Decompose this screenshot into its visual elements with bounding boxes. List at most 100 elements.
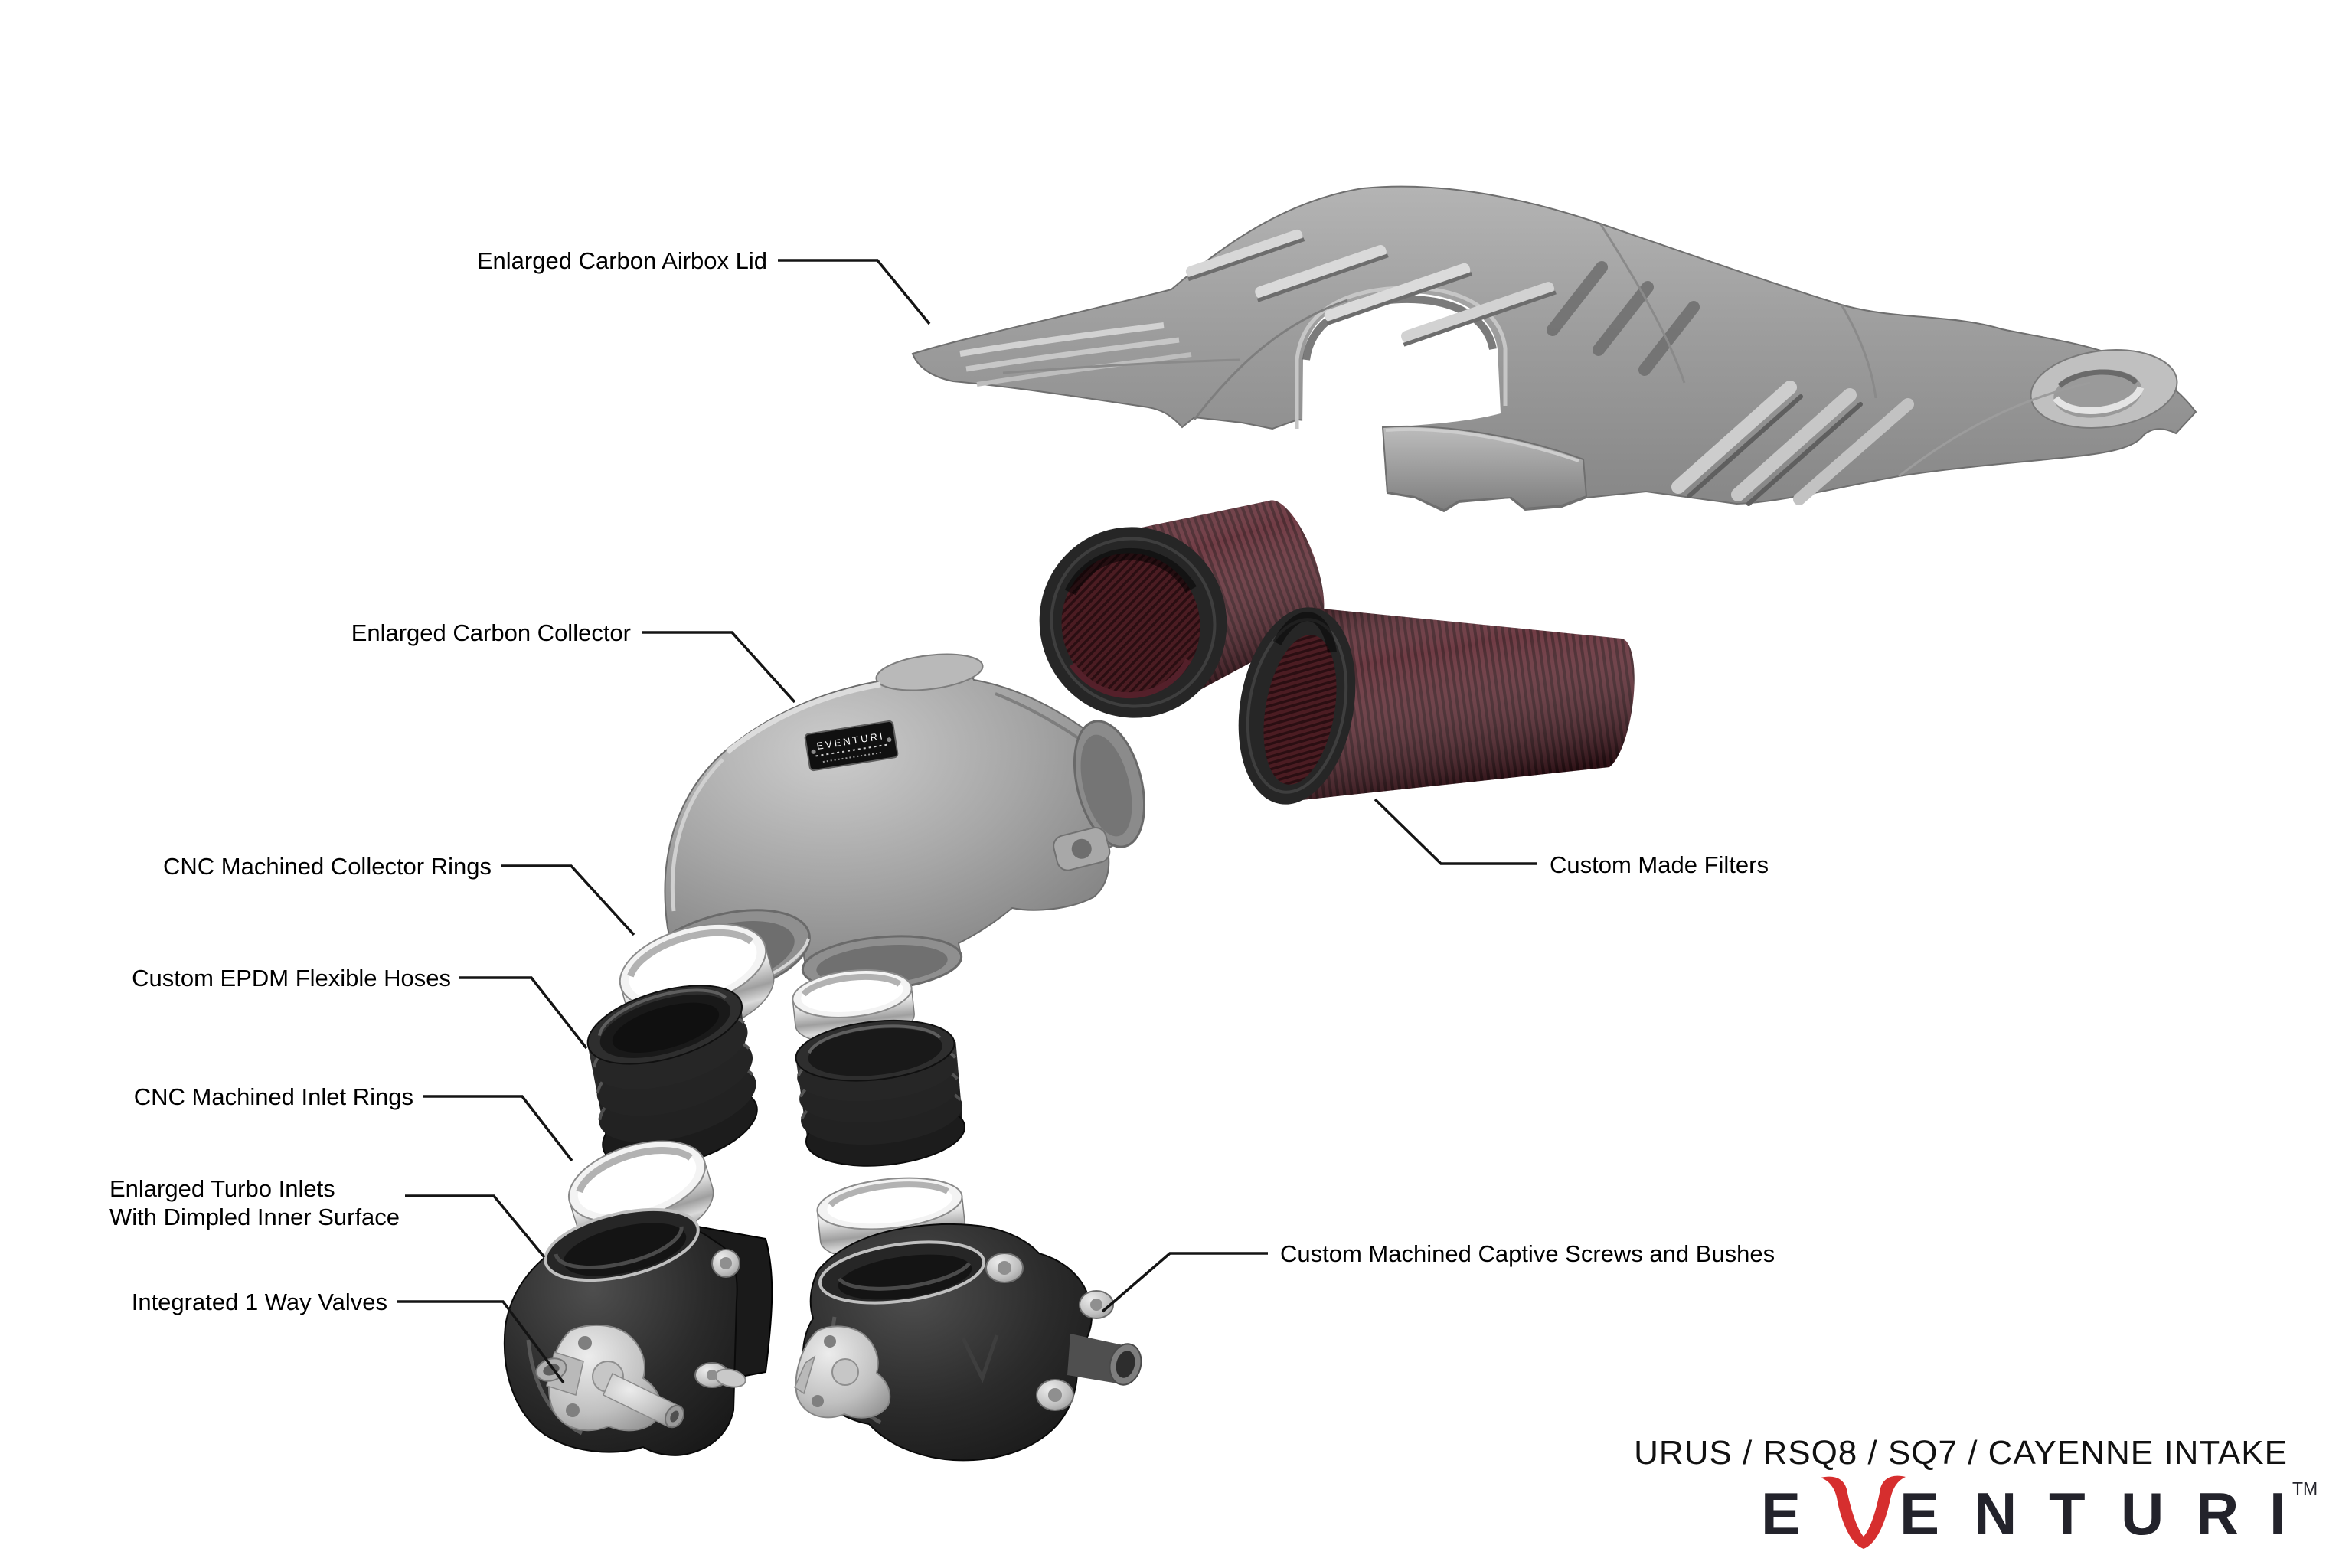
filter-left-opening-shadow xyxy=(1064,547,1197,596)
recess-shadow xyxy=(2057,369,2138,388)
brand-letter-r: R xyxy=(2196,1480,2239,1547)
turbo-inlets xyxy=(503,1207,1142,1462)
airbox-left-wing-slats xyxy=(959,322,1241,387)
vent-slat-shadow xyxy=(1187,237,1305,282)
label-valves: Integrated 1 Way Valves xyxy=(132,1289,387,1315)
hose-bore-inner xyxy=(612,1002,720,1053)
epdm-hose-left xyxy=(586,985,758,1168)
collector-highlight xyxy=(670,758,724,912)
brand-letter-v xyxy=(1821,1475,1906,1549)
wing-slat xyxy=(959,322,1165,357)
collector-snout xyxy=(875,653,984,691)
wing-slat xyxy=(976,352,1192,387)
valve-hole xyxy=(578,1336,592,1350)
leader-lines xyxy=(397,259,1537,1384)
captive-screw xyxy=(711,1249,740,1278)
id-plate-rivet xyxy=(887,737,892,743)
carbon-collector: EVENTURI xyxy=(641,653,1146,999)
valve-hole xyxy=(812,1395,824,1407)
airbox-right-vents xyxy=(1546,261,1700,376)
fin-slat xyxy=(1731,388,1857,501)
valve-hole xyxy=(566,1403,580,1417)
lid-crease xyxy=(1898,381,2091,478)
fin-slat-shadow xyxy=(1746,402,1863,506)
label-screws: Custom Machined Captive Screws and Bushe… xyxy=(1280,1240,1775,1267)
brand-letter-e1: E xyxy=(1761,1480,1801,1547)
recess-highlight xyxy=(2053,386,2145,414)
filter-right xyxy=(1238,607,1635,805)
ring-inner-wall xyxy=(828,1181,949,1207)
fin-slat xyxy=(1671,381,1797,494)
filter-right-opening xyxy=(1263,635,1337,785)
id-plate-dashes xyxy=(822,751,884,763)
epdm-hose-right xyxy=(795,1019,965,1167)
footer-branding: URUS / RSQ8 / SQ7 / CAYENNE INTAKE E E N… xyxy=(1634,1434,2318,1549)
hose-bore xyxy=(808,1028,942,1076)
leader-collector-rings xyxy=(501,864,635,936)
valve-tube-bore xyxy=(670,1410,679,1423)
collector-id-plate: EVENTURI xyxy=(804,720,899,772)
vent-slat-shadow xyxy=(1326,272,1473,325)
filter-left-cap-bevel xyxy=(1050,537,1217,708)
leader-turbo-inlets xyxy=(405,1194,546,1259)
one-way-valve-right xyxy=(794,1325,891,1419)
label-epdm-hoses: Custom EPDM Flexible Hoses xyxy=(132,965,451,991)
vent-slot xyxy=(1592,281,1655,356)
valve-port xyxy=(794,1355,816,1395)
brand-wordmark: E E N T U R I TM xyxy=(1761,1475,2318,1549)
label-turbo-inlets-line2: With Dimpled Inner Surface xyxy=(109,1204,400,1230)
label-airbox-lid: Enlarged Carbon Airbox Lid xyxy=(477,247,767,274)
collector-highlight xyxy=(725,681,881,754)
lid-crease xyxy=(1840,304,1877,399)
model-line: URUS / RSQ8 / SQ7 / CAYENNE INTAKE xyxy=(1634,1434,2288,1472)
valve-hole xyxy=(824,1335,836,1348)
valve-boss xyxy=(831,1358,859,1386)
epdm-hoses xyxy=(586,985,965,1168)
one-way-valve-left xyxy=(535,1324,684,1432)
vent-slot xyxy=(1546,261,1609,336)
captive-screw xyxy=(694,1362,746,1388)
ring-inner-wall xyxy=(576,1147,693,1194)
inlet-left-bore-shine xyxy=(554,1226,684,1269)
vent-slat xyxy=(1324,263,1471,322)
brand-letter-u: U xyxy=(2121,1480,2164,1547)
vent-slot xyxy=(1638,301,1700,376)
filter-left xyxy=(1039,500,1325,718)
airbox-front-block-highlight xyxy=(1385,427,1579,462)
collector-right-outlet-bore xyxy=(1080,734,1132,837)
captive-screw-bush xyxy=(985,1253,1024,1283)
vent-slat-shadow xyxy=(1403,290,1557,347)
fin-slat-shadow xyxy=(1687,394,1803,498)
vent-slat xyxy=(1185,229,1303,278)
leader-screws xyxy=(1101,1252,1268,1313)
brand-letter-n: N xyxy=(1974,1480,2017,1547)
leader-airbox-lid xyxy=(778,259,931,325)
id-plate-rivet xyxy=(811,749,816,754)
lid-crease xyxy=(1193,299,1348,420)
label-inlet-rings: CNC Machined Inlet Rings xyxy=(134,1083,413,1110)
hose-rim-highlight xyxy=(807,1024,942,1054)
leader-inlet-rings xyxy=(423,1095,573,1162)
label-collector-rings: CNC Machined Collector Rings xyxy=(163,853,492,880)
air-filters xyxy=(1039,500,1635,805)
inlet-right-outlet-stub xyxy=(1067,1334,1142,1386)
airbox-lid xyxy=(911,185,2197,513)
leader-epdm-hoses xyxy=(459,976,588,1050)
label-collector: Enlarged Carbon Collector xyxy=(351,619,631,646)
captive-screw-bush xyxy=(1036,1379,1074,1411)
brand-letter-e2: E xyxy=(1900,1480,1939,1547)
ring-inner-wall xyxy=(801,973,902,997)
airbox-fin-slats xyxy=(1671,381,1914,506)
filter-right-opening-shadow xyxy=(1272,612,1337,653)
mount-tab-hole xyxy=(1071,838,1092,859)
vent-slat-shadow xyxy=(1256,253,1389,302)
collector-mount-tab xyxy=(1053,826,1111,871)
wing-slat xyxy=(965,337,1180,372)
airbox-top-vents xyxy=(1185,229,1557,347)
brand-letter-t: T xyxy=(2049,1480,2086,1547)
hose-rim-highlight xyxy=(597,988,727,1036)
fin-slat xyxy=(1793,398,1914,505)
